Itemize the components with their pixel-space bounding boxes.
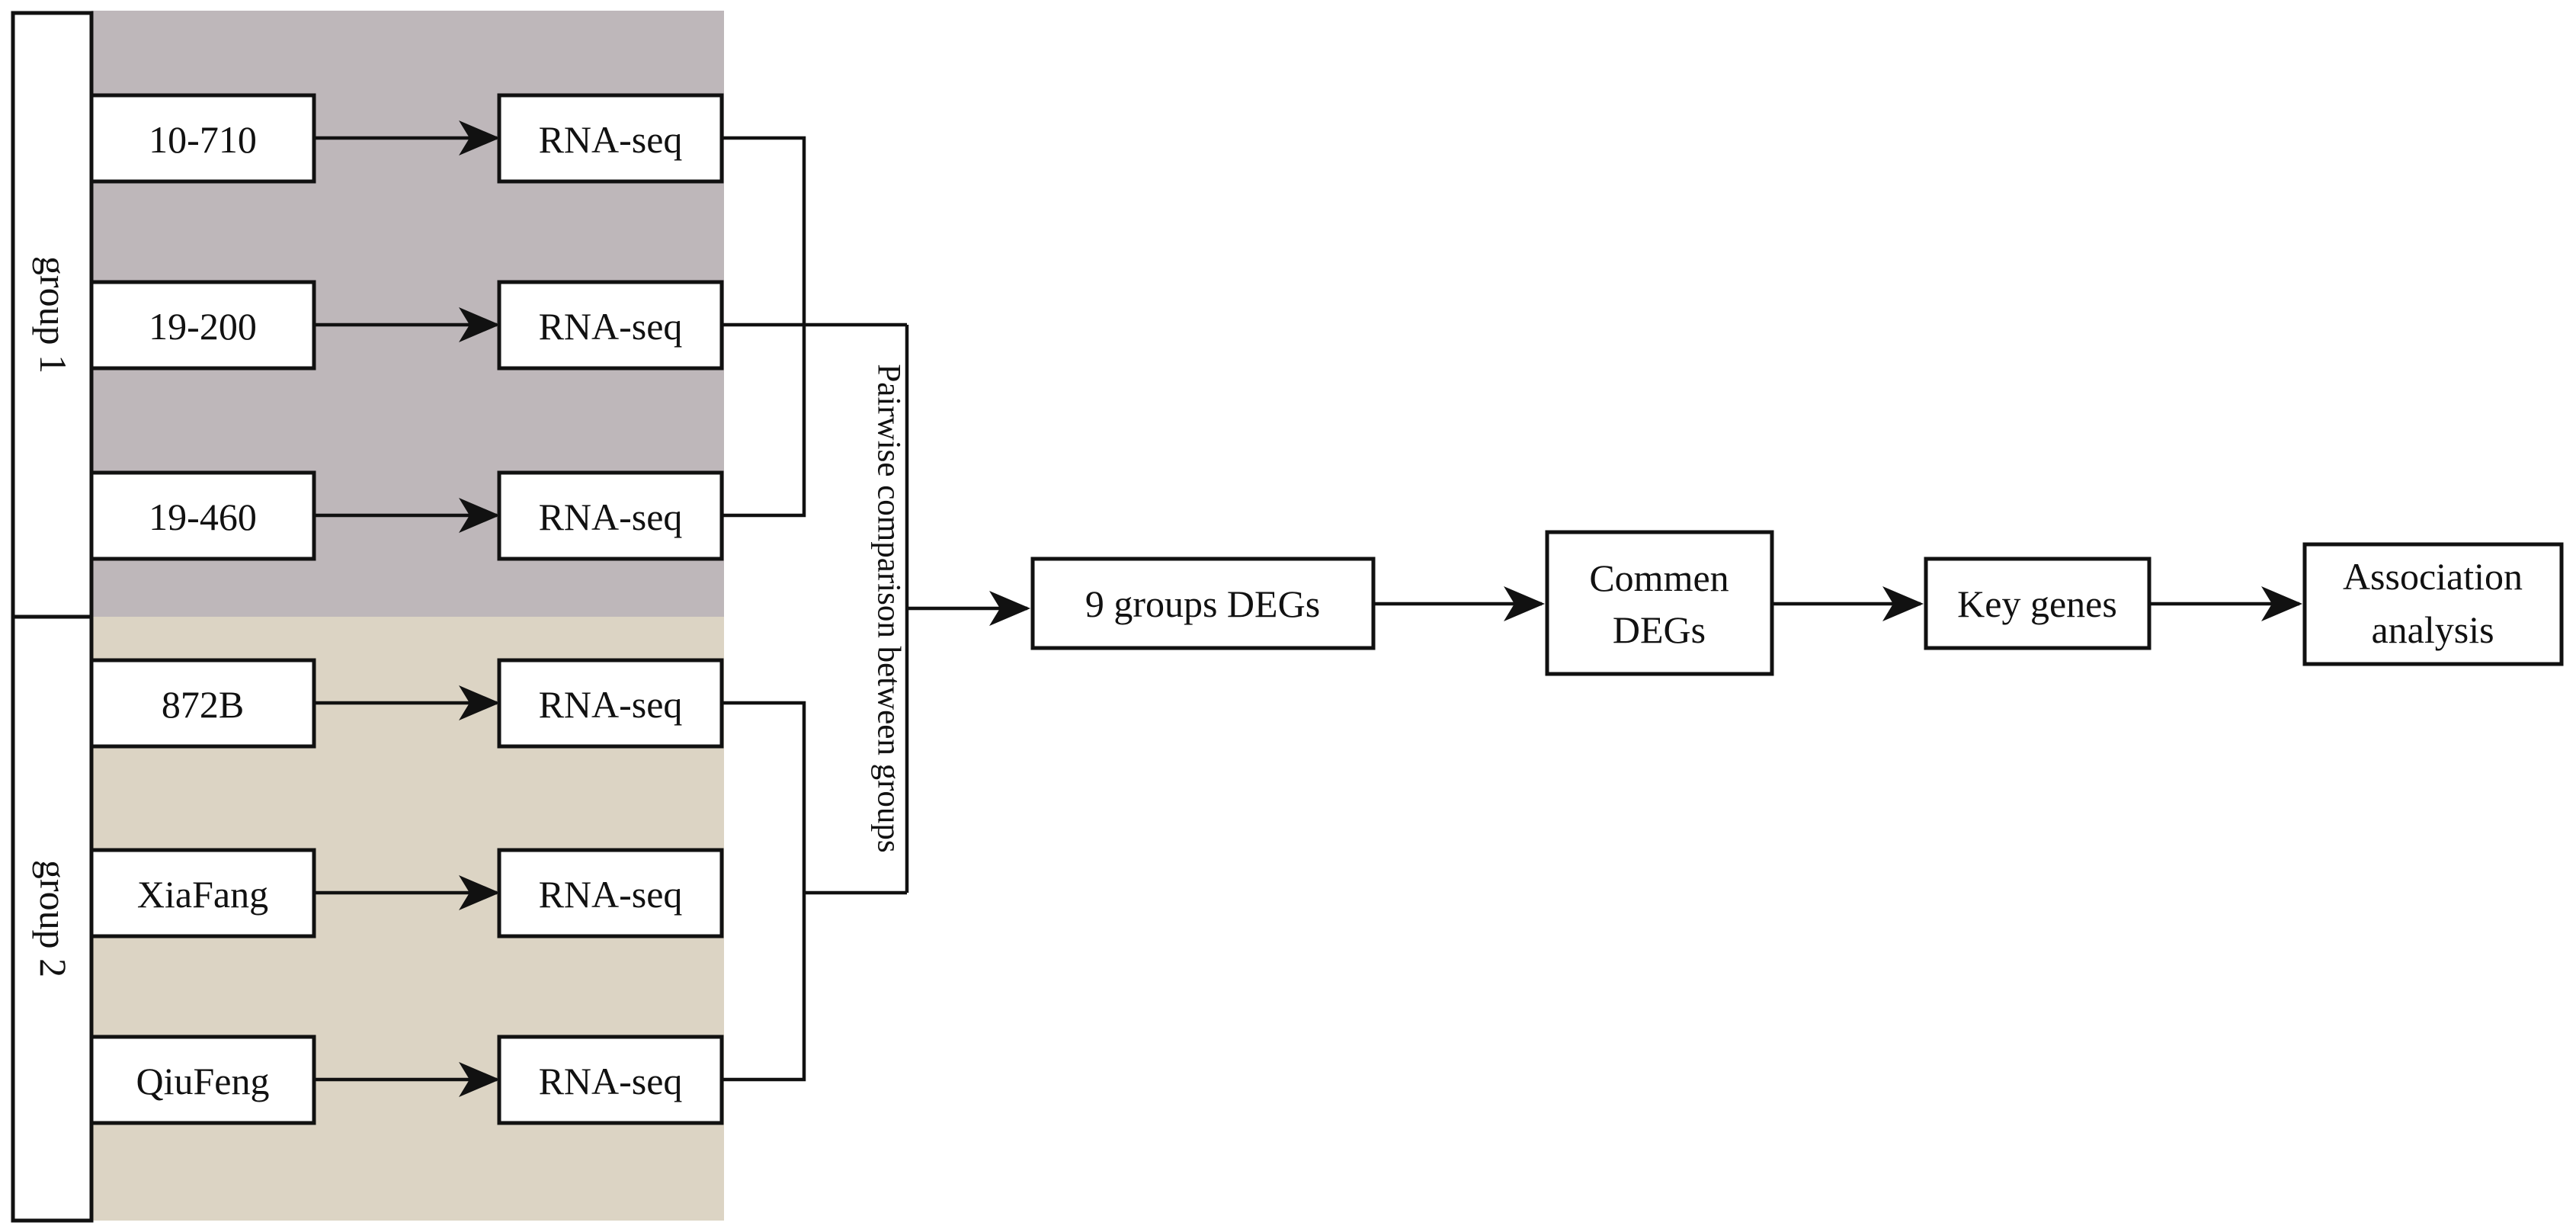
degs-9-groups-box [1030, 557, 1376, 650]
sample-row: XiaFang RNA-seq [89, 848, 724, 938]
sample-label: 19-200 [149, 305, 257, 348]
sample-box [89, 1035, 316, 1125]
comparison-label: Pairwise comparison between groups [871, 364, 907, 852]
common-degs-box [1545, 530, 1774, 676]
group-1-merge-bracket [722, 136, 907, 518]
sample-box [89, 848, 316, 938]
sample-label: XiaFang [137, 873, 268, 916]
sample-label: QiuFeng [136, 1060, 270, 1102]
sample-label: 872B [162, 683, 244, 726]
association-analysis-label-line-1: Association [2343, 555, 2523, 598]
rnaseq-label: RNA-seq [539, 118, 683, 161]
sample-row: QiuFeng RNA-seq [89, 1035, 724, 1125]
rnaseq-label: RNA-seq [539, 305, 683, 348]
group-2-merge-bracket [722, 701, 907, 1082]
rnaseq-box [497, 93, 724, 184]
rnaseq-label: RNA-seq [539, 1060, 683, 1102]
group-2-label: group 2 [32, 860, 75, 977]
rnaseq-label: RNA-seq [539, 873, 683, 916]
key-genes-label: Key genes [1957, 582, 2117, 625]
sample-row: 10-710 RNA-seq [89, 93, 724, 184]
sample-label: 19-460 [149, 496, 257, 538]
sample-row: 19-200 RNA-seq [89, 280, 724, 371]
group-1-label: group 1 [32, 256, 75, 374]
sample-label: 10-710 [149, 118, 257, 161]
sample-row: 872B RNA-seq [89, 658, 724, 749]
sample-box [89, 658, 316, 749]
common-degs-label-line-2: DEGs [1613, 608, 1706, 651]
key-genes-box [1924, 557, 2151, 650]
rnaseq-label: RNA-seq [539, 496, 683, 538]
rnaseq-box [497, 658, 724, 749]
sample-row: 19-460 RNA-seq [89, 470, 724, 561]
rnaseq-label: RNA-seq [539, 683, 683, 726]
rnaseq-box [497, 848, 724, 938]
sample-box [89, 280, 316, 371]
rnaseq-box [497, 470, 724, 561]
association-analysis-label-line-2: analysis [2371, 608, 2494, 651]
common-degs-label-line-1: Commen [1589, 557, 1729, 599]
association-analysis-box [2302, 542, 2564, 666]
rnaseq-box [497, 1035, 724, 1125]
degs-9-groups-label: 9 groups DEGs [1085, 582, 1320, 625]
